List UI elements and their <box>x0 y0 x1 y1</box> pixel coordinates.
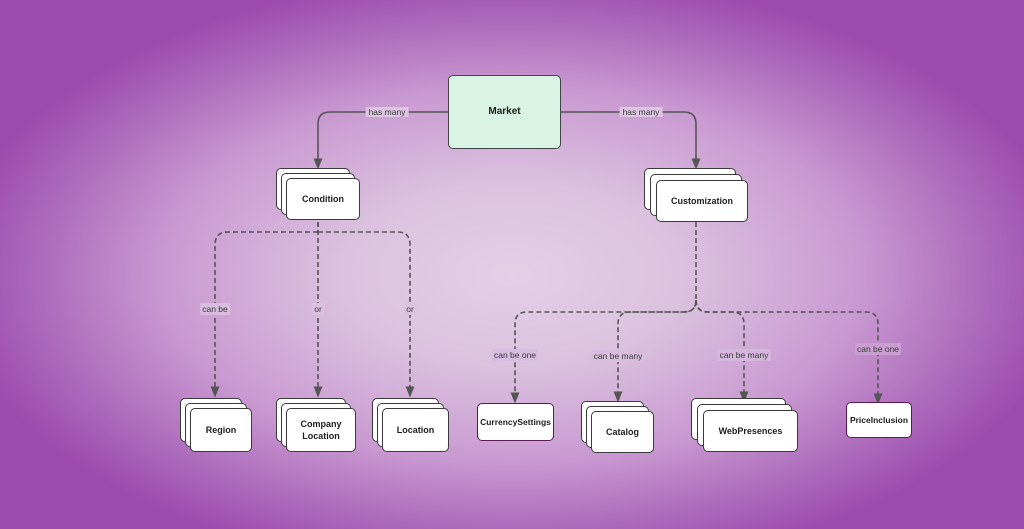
edge-market-condition <box>313 111 448 170</box>
node-location-stack: Location <box>372 398 449 452</box>
edge-market-customization <box>561 111 701 170</box>
edge-label-condition-location: or <box>404 303 416 315</box>
edge-label-customization-currency: can be one <box>491 349 539 361</box>
node-condition: Condition <box>286 178 360 220</box>
node-location: Location <box>382 408 449 452</box>
node-region: Region <box>190 408 252 452</box>
node-catalog: Catalog <box>591 411 654 453</box>
node-catalog-stack: Catalog <box>581 401 654 453</box>
node-web-presences: WebPresences <box>703 410 798 452</box>
edge-label-market-condition: has many <box>365 107 409 117</box>
node-price-inclusion: PriceInclusion <box>846 402 912 438</box>
edge-label-condition-company-location: or <box>312 303 324 315</box>
edge-condition-region <box>215 222 319 392</box>
edge-customization-currency <box>510 222 697 404</box>
node-company-location: Company Location <box>286 408 356 452</box>
edge-label-customization-price: can be one <box>854 343 902 355</box>
edge-label-condition-region: can be <box>200 303 230 315</box>
node-customization-stack: Customization <box>644 168 748 222</box>
node-company-location-stack: Company Location <box>276 398 356 452</box>
edge-customization-price <box>695 299 883 405</box>
node-market: Market <box>448 75 561 149</box>
edge-condition-location <box>318 231 415 398</box>
node-condition-stack: Condition <box>276 168 360 220</box>
edge-label-customization-catalog: can be many <box>591 350 645 362</box>
node-currency-settings: CurrencySettings <box>477 403 554 441</box>
edge-label-customization-web: can be many <box>717 349 771 361</box>
edge-customization-catalog <box>613 299 697 403</box>
node-customization: Customization <box>656 180 748 222</box>
node-web-presences-stack: WebPresences <box>691 398 798 452</box>
edge-label-market-customization: has many <box>619 107 663 117</box>
node-region-stack: Region <box>180 398 252 452</box>
